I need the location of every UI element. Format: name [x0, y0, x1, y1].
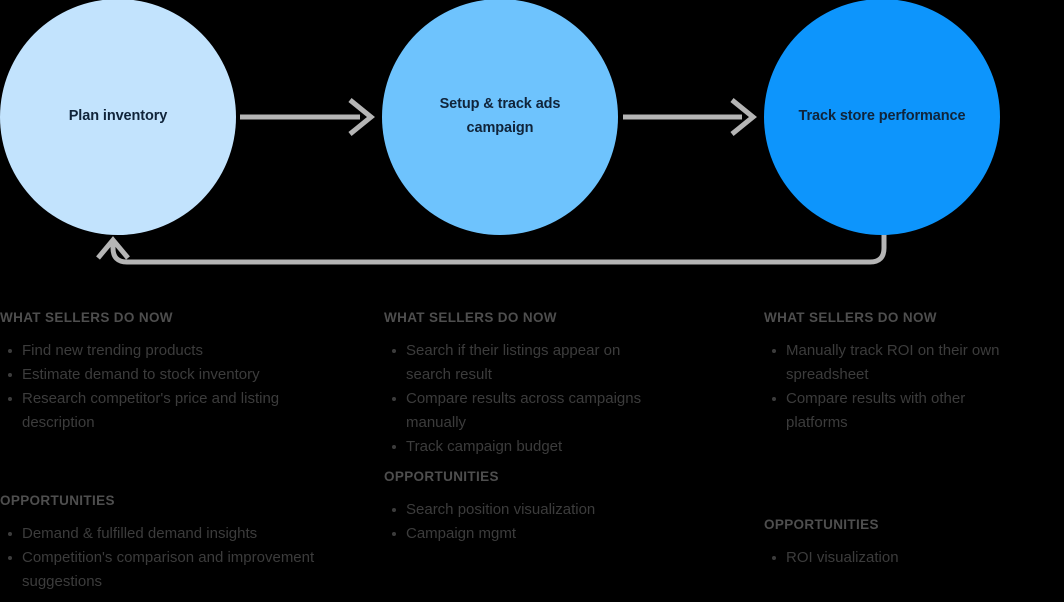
flow-node-plan-inventory[interactable]: Plan inventory: [0, 0, 236, 235]
list-item: Search position visualization: [384, 498, 706, 522]
list-item: Demand & fulfilled demand insights: [0, 522, 322, 546]
bullet-list: Find new trending products Estimate dema…: [0, 325, 382, 435]
bullet-list: Search if their listings appear on searc…: [384, 325, 764, 459]
flow-node-label: Plan inventory: [68, 108, 168, 125]
column-track-store-performance: WHAT SELLERS DO NOW Manually track ROI o…: [764, 300, 1064, 602]
list-item: ROI visualization: [764, 546, 1064, 570]
list-item: Compare results with other platforms: [764, 387, 1018, 435]
connector-arrow-1: [240, 98, 375, 136]
connector-arrow-2: [623, 98, 757, 136]
flow-node-label: Setup & track ads campaign: [439, 96, 561, 136]
process-flow-diagram: Plan inventory Setup & track ads campaig…: [0, 0, 1064, 290]
flow-node-setup-track-ads-campaign[interactable]: Setup & track ads campaign: [382, 0, 618, 235]
list-item: Manually track ROI on their own spreadsh…: [764, 339, 1036, 387]
section-what-sellers-do-now: WHAT SELLERS DO NOW Search if their list…: [384, 300, 764, 459]
flow-connectors: [96, 98, 887, 265]
column-plan-inventory: WHAT SELLERS DO NOW Find new trending pr…: [0, 300, 382, 602]
column-setup-track-ads: WHAT SELLERS DO NOW Search if their list…: [382, 300, 764, 602]
list-item: Competition's comparison and improvement…: [0, 546, 322, 594]
section-heading: WHAT SELLERS DO NOW: [384, 310, 557, 325]
section-what-sellers-do-now: WHAT SELLERS DO NOW Manually track ROI o…: [764, 300, 1064, 435]
section-what-sellers-do-now: WHAT SELLERS DO NOW Find new trending pr…: [0, 300, 382, 435]
bullet-list: ROI visualization: [764, 532, 1064, 570]
list-item: Campaign mgmt: [384, 522, 706, 546]
section-opportunities: OPPORTUNITIES ROI visualization: [764, 517, 1064, 570]
list-item: Search if their listings appear on searc…: [384, 339, 668, 387]
bullet-list: Demand & fulfilled demand insights Compe…: [0, 508, 382, 594]
flow-node-track-store-performance[interactable]: Track store performance: [764, 0, 1000, 235]
section-heading: OPPORTUNITIES: [384, 469, 499, 484]
section-heading: OPPORTUNITIES: [764, 517, 879, 532]
section-heading: WHAT SELLERS DO NOW: [0, 310, 173, 325]
section-heading: OPPORTUNITIES: [0, 493, 115, 508]
bullet-list: Search position visualization Campaign m…: [384, 484, 764, 546]
flow-node-label: Track store performance: [798, 108, 966, 125]
section-opportunities: OPPORTUNITIES Demand & fulfilled demand …: [0, 493, 382, 594]
bullet-list: Manually track ROI on their own spreadsh…: [764, 325, 1064, 435]
list-item: Track campaign budget: [384, 435, 706, 459]
list-item: Research competitor's price and listing …: [0, 387, 322, 435]
section-heading: WHAT SELLERS DO NOW: [764, 310, 937, 325]
list-item: Estimate demand to stock inventory: [0, 363, 322, 387]
section-opportunities: OPPORTUNITIES Search position visualizat…: [384, 469, 764, 546]
list-item: Find new trending products: [0, 339, 322, 363]
detail-columns: WHAT SELLERS DO NOW Find new trending pr…: [0, 300, 1064, 602]
connector-feedback-loop: [96, 233, 887, 265]
list-item: Compare results across campaigns manuall…: [384, 387, 686, 435]
